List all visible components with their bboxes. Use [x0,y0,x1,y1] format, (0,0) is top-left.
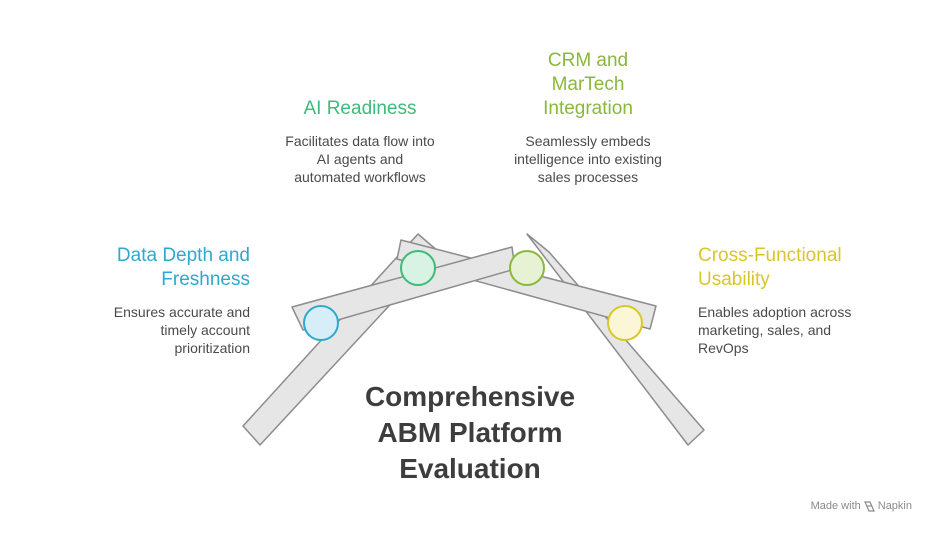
node-cross-functional [607,305,643,341]
page-title: Comprehensive ABM Platform Evaluation [320,379,620,487]
heading-data-depth-line-1: Data Depth and [116,245,250,266]
node-ai-readiness [400,250,436,286]
desc-crm-martech: Seamlessly embeds intelligence into exis… [478,132,698,186]
heading-data-depth-line-2: Freshness [161,269,250,290]
desc-cross-functional-line-3: RevOps [698,340,749,356]
desc-ai-readiness: Facilitates data flow into AI agents and… [250,132,470,186]
desc-ai-readiness-line-1: Facilitates data flow into [285,133,435,149]
desc-ai-readiness-line-2: AI agents and [316,151,404,167]
watermark-brand: Napkin [877,500,912,512]
heading-ai-readiness-line-1: AI Readiness [303,98,417,119]
heading-cross-functional: Cross-Functional Usability [698,244,918,292]
heading-crm-martech-line-1: CRM and [547,50,629,71]
napkin-watermark[interactable]: Made with Napkin [811,500,912,512]
desc-data-depth-line-2: timely account [160,322,250,338]
desc-data-depth-line-1: Ensures accurate and [113,304,250,320]
node-crm-martech [509,250,545,286]
napkin-logo-icon [863,500,875,512]
desc-cross-functional-line-2: marketing, sales, and [698,322,832,338]
desc-crm-martech-line-3: sales processes [537,169,639,185]
desc-crm-martech-line-2: intelligence into existing [514,151,662,167]
watermark-prefix: Made with [810,500,861,512]
heading-crm-martech: CRM and MarTech Integration [478,49,698,121]
desc-data-depth: Ensures accurate and timely account prio… [30,303,250,357]
page-title-line-1: Comprehensive [364,381,576,412]
desc-data-depth-line-3: prioritization [174,340,250,356]
desc-cross-functional: Enables adoption across marketing, sales… [698,303,918,357]
desc-crm-martech-line-1: Seamlessly embeds [525,133,651,149]
page-title-line-3: Evaluation [399,453,541,484]
heading-cross-functional-line-2: Usability [698,269,770,290]
heading-crm-martech-line-3: Integration [543,98,633,119]
heading-cross-functional-line-1: Cross-Functional [698,245,842,266]
desc-cross-functional-line-1: Enables adoption across [698,304,852,320]
heading-ai-readiness: AI Readiness [250,97,470,121]
heading-data-depth: Data Depth and Freshness [30,244,250,292]
page-title-line-2: ABM Platform [377,417,563,448]
desc-ai-readiness-line-3: automated workflows [294,169,426,185]
heading-crm-martech-line-2: MarTech [551,74,625,95]
node-data-depth [303,305,339,341]
